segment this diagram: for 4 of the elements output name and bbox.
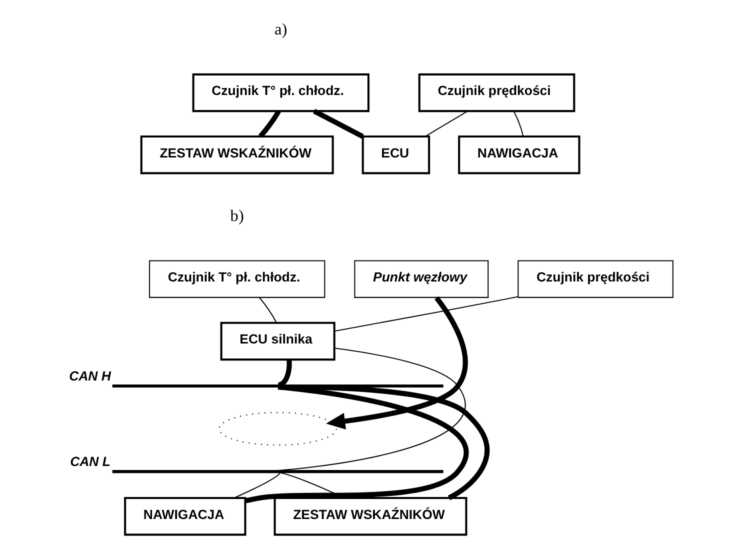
node-label: CAN H <box>69 368 111 384</box>
label: b) <box>230 206 244 225</box>
node-label: CAN L <box>70 454 110 469</box>
label: a) <box>274 20 288 39</box>
